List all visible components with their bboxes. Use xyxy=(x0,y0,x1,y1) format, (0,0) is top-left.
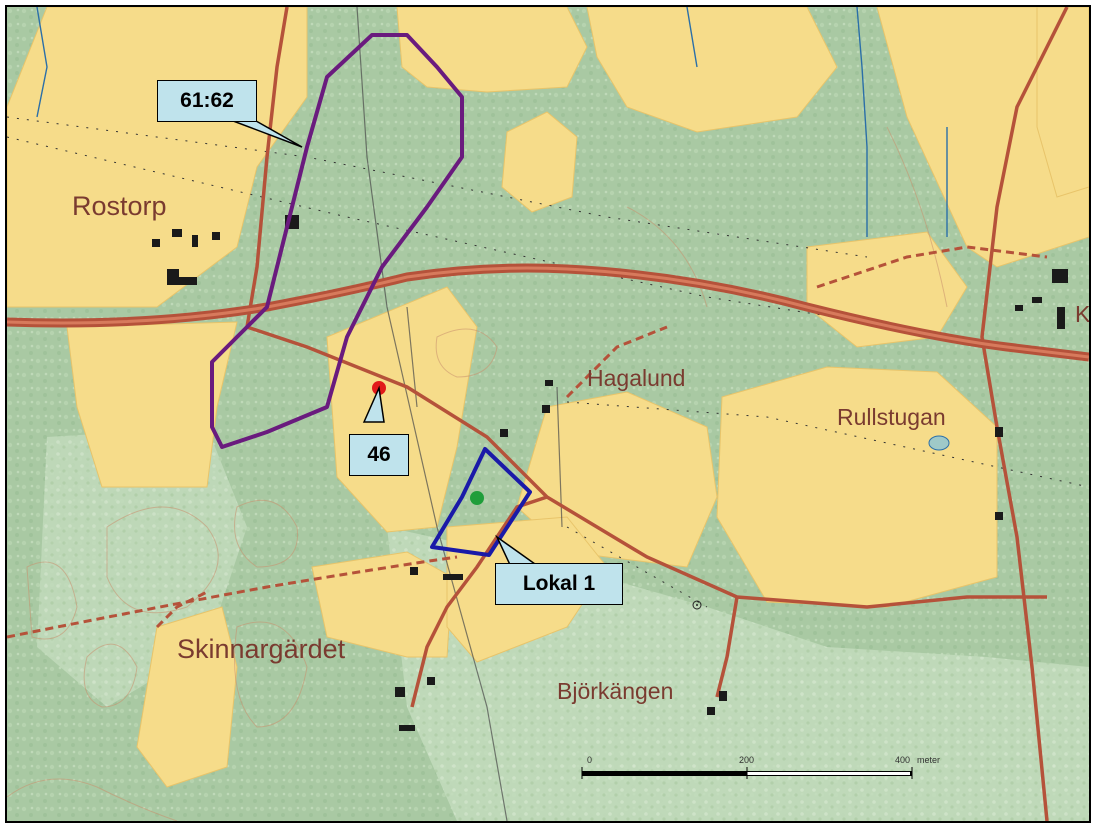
place-label-hagalund: Hagalund xyxy=(587,365,685,391)
place-label-bjorkangen: Björkängen xyxy=(557,678,673,704)
scale-tick-400: 400 xyxy=(895,755,910,765)
building xyxy=(192,235,198,247)
building xyxy=(707,707,715,715)
contour-lines xyxy=(7,126,948,821)
callout-lokal-1: Lokal 1 xyxy=(495,563,623,605)
building xyxy=(167,269,179,285)
field xyxy=(66,321,238,488)
scale-bar: 0 200 400 meter xyxy=(581,755,940,779)
topographic-map: Rostorp Hagalund Rullstugan Skinnargärde… xyxy=(7,7,1089,821)
scale-unit: meter xyxy=(917,755,940,765)
minor-roads xyxy=(7,245,1048,639)
building xyxy=(395,687,405,697)
field xyxy=(311,551,453,658)
pond xyxy=(928,435,950,451)
lokal-1-marker xyxy=(470,491,484,505)
field xyxy=(716,366,998,608)
place-label-k-partial: K xyxy=(1075,301,1089,327)
building xyxy=(1032,297,1042,303)
place-label-skinnargardet: Skinnargärdet xyxy=(177,634,346,664)
map-frame: Rostorp Hagalund Rullstugan Skinnargärde… xyxy=(5,5,1091,823)
callout-point-46: 46 xyxy=(349,434,409,476)
building xyxy=(152,239,160,247)
building xyxy=(427,677,435,685)
scale-tick-0: 0 xyxy=(587,755,592,765)
streams xyxy=(36,7,948,237)
building xyxy=(1015,305,1023,311)
field xyxy=(396,7,588,93)
building xyxy=(500,429,508,437)
survey-point-icon xyxy=(692,600,702,610)
building xyxy=(542,405,550,413)
callout-area-6162: 61:62 xyxy=(157,80,257,122)
building xyxy=(995,427,1003,437)
place-label-rullstugan: Rullstugan xyxy=(837,404,946,430)
building xyxy=(212,232,220,240)
building xyxy=(995,512,1003,520)
field xyxy=(501,111,578,213)
place-label-rostorp: Rostorp xyxy=(72,191,167,221)
building xyxy=(172,229,182,237)
scale-tick-200: 200 xyxy=(739,755,754,765)
building xyxy=(179,277,197,285)
building xyxy=(545,380,553,386)
building xyxy=(1057,307,1065,329)
building xyxy=(719,691,727,701)
field xyxy=(1036,7,1089,198)
building xyxy=(1052,269,1068,283)
main-road xyxy=(7,263,1089,362)
building xyxy=(410,567,418,575)
field xyxy=(136,606,238,788)
area-6162-outline xyxy=(210,33,464,449)
building xyxy=(399,725,415,731)
fields xyxy=(7,7,1089,788)
building xyxy=(443,574,463,580)
lokal-1-outline xyxy=(430,447,532,557)
field xyxy=(586,7,838,133)
